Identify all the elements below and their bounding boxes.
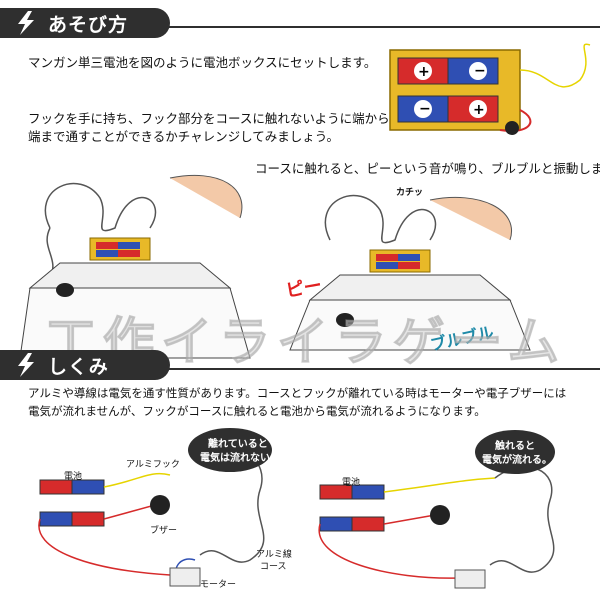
battery-label-left: 電池 xyxy=(64,472,83,482)
game-illustration-right xyxy=(289,194,531,351)
section-header-asobikata: あそび方 xyxy=(0,8,600,38)
game-illustration-left xyxy=(19,174,251,359)
svg-text:+: + xyxy=(473,102,485,118)
kachi-label: カチッ xyxy=(396,188,424,198)
battery-box-illustration: + − − + xyxy=(389,43,591,135)
battery-label-right: 電池 xyxy=(342,478,361,488)
svg-text:−: − xyxy=(419,101,431,117)
instruction-line-1: マンガン単三電池を図のように電池ボックスにセットします。 xyxy=(28,55,377,70)
explanation-line-2: 電気が流れませんが、フックがコースに触れると電池から電気が流れるようになります。 xyxy=(28,404,486,418)
bubble-closed-text-2: 電気が流れる。 xyxy=(482,455,552,466)
buzzer-label: ブザー xyxy=(150,526,178,536)
svg-text:+: + xyxy=(418,64,430,80)
course-label-1: アルミ線 xyxy=(256,550,292,560)
course-label-2: コース xyxy=(260,562,287,572)
bubble-open-text-1: 離れていると xyxy=(208,439,268,450)
section-header-shikumi: しくみ xyxy=(0,350,600,380)
instruction-line-4: コースに触れると、ピーという音が鳴り、ブルブルと振動します! xyxy=(255,161,600,176)
section-title: あそび方 xyxy=(48,14,129,36)
svg-text:−: − xyxy=(474,63,486,79)
circuit-diagram-closed xyxy=(318,430,555,589)
explanation-line-1: アルミや導線は電気を通す性質があります。コースとフックが離れている時はモーターや… xyxy=(28,386,567,400)
lightning-icon xyxy=(18,353,34,377)
lightning-icon xyxy=(18,11,34,35)
bubble-closed-text-1: 触れると xyxy=(495,441,535,452)
section-title: しくみ xyxy=(48,356,109,378)
instruction-line-3: 端まで通すことができるかチャレンジしてみましょう。 xyxy=(28,129,340,144)
hook-label: アルミフック xyxy=(126,460,180,470)
instruction-line-2: フックを手に持ち、フック部分をコースに触れないように端から xyxy=(28,111,390,126)
circuit-diagram-open xyxy=(38,428,272,587)
motor-label: モーター xyxy=(200,580,237,590)
bubble-open-text-2: 電気は流れない。 xyxy=(200,453,280,464)
